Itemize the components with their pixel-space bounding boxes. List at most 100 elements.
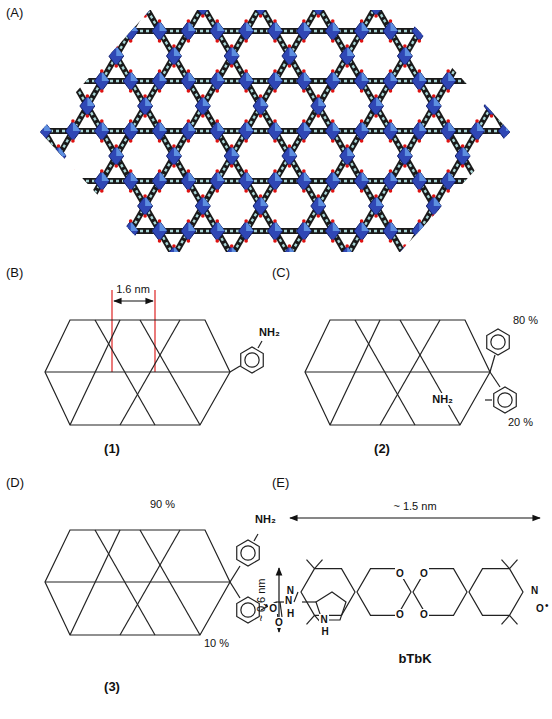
oxygen-atom (302, 119, 306, 123)
linker-atoms (195, 0, 552, 420)
panel-label: (3) (104, 680, 120, 694)
oxygen-atom (389, 239, 393, 243)
polyhedron-face (477, 171, 485, 181)
channel-line (330, 320, 380, 425)
metal-polyhedron (441, 71, 456, 91)
metal-polyhedron (498, 171, 513, 191)
oxygen-atom (331, 39, 335, 43)
oxygen-atom (172, 244, 176, 248)
oxygen-atom (215, 169, 219, 173)
oxygen-atom (317, 14, 321, 18)
panel-label: (B) (6, 266, 23, 280)
metal-polyhedron (412, 21, 427, 41)
oxygen-atom (475, 139, 479, 143)
metal-polyhedron (65, 121, 80, 141)
linker (87, 0, 507, 507)
oxygen-atom (187, 189, 191, 193)
metal-polyhedron (239, 221, 254, 241)
polyhedron-face (131, 21, 139, 31)
metal-polyhedron (94, 221, 109, 241)
polyhedron-face (232, 246, 240, 256)
polyhedron-face (390, 21, 398, 31)
metal-polyhedron (210, 71, 225, 91)
metal-polyhedron (311, 96, 326, 116)
oxygen-atom (129, 139, 133, 143)
metal-polyhedron (239, 121, 254, 141)
polyhedron-face (434, 196, 442, 206)
metal-polyhedron (282, 146, 297, 166)
oxygen-atom (100, 189, 104, 193)
polyhedron-face (362, 121, 370, 131)
oxygen-atom (273, 189, 277, 193)
oxygen-atom (42, 219, 46, 223)
channel-line (400, 320, 460, 425)
bond (307, 560, 315, 569)
oxygen-atom (215, 239, 219, 243)
polyhedron-face (376, 0, 384, 6)
metal-polyhedron (412, 221, 427, 241)
linker-atoms (282, 0, 552, 370)
metal-polyhedron (210, 171, 225, 191)
oxygen-atom (475, 189, 479, 193)
panel-label: (D) (6, 476, 24, 490)
polyhedron-face (246, 221, 254, 231)
bond (510, 560, 518, 569)
oxygen-atom (490, 194, 494, 198)
oxygen-atom (244, 39, 248, 43)
polyhedron-face (145, 196, 153, 206)
oxygen-atom (403, 244, 407, 248)
oxygen-atom (100, 89, 104, 93)
oxygen-atom (71, 139, 75, 143)
polyhedron-face (506, 121, 514, 131)
oxygen-atom (302, 169, 306, 173)
oxygen-atom (432, 14, 436, 18)
polyhedron-face (362, 171, 370, 181)
oxygen-atom (57, 164, 61, 168)
oxygen-atom (446, 69, 450, 73)
polyhedron-face (419, 171, 427, 181)
atom-label: O (395, 568, 405, 579)
linker (325, 0, 552, 345)
text-label: 90 % (150, 498, 175, 510)
oxygen-atom (244, 19, 248, 23)
oxygen-atom (100, 119, 104, 123)
oxygen-atom (273, 39, 277, 43)
oxygen-atom (418, 19, 422, 23)
polyhedron-face (304, 171, 312, 181)
metal-polyhedron (397, 46, 412, 66)
oxygen-atom (490, 214, 494, 218)
oxygen-atom (317, 214, 321, 218)
polyhedron-face (217, 71, 225, 81)
oxygen-atom (331, 189, 335, 193)
polyhedron-face (390, 221, 398, 231)
linker (0, 428, 552, 434)
metal-polyhedron (224, 146, 239, 166)
oxygen-atom (345, 164, 349, 168)
polyhedron-face (390, 71, 398, 81)
oxygen-atom (42, 139, 46, 143)
oxygen-atom (71, 239, 75, 243)
linker-atoms (0, 430, 552, 432)
polyhedron-face (58, 246, 66, 256)
metal-polyhedron (311, 0, 326, 16)
oxygen-atom (288, 44, 292, 48)
oxygen-atom (71, 119, 75, 123)
oxygen-atom (187, 69, 191, 73)
oxygen-atom (114, 264, 118, 268)
polyhedron-face (116, 246, 124, 256)
oxygen-atom (100, 139, 104, 143)
linker-atoms (0, 0, 204, 332)
oxygen-atom (374, 114, 378, 118)
metal-polyhedron (253, 196, 268, 216)
oxygen-atom (129, 69, 133, 73)
metal-polyhedron (282, 246, 297, 266)
oxygen-atom (360, 169, 364, 173)
aromatic-ring (241, 546, 255, 560)
metal-polyhedron (152, 221, 167, 241)
linker-atoms (173, 0, 552, 557)
polyhedron-face (362, 21, 370, 31)
polyhedron-face (333, 121, 341, 131)
linker (0, 0, 377, 432)
oxygen-atom (331, 119, 335, 123)
oxygen-atom (475, 69, 479, 73)
